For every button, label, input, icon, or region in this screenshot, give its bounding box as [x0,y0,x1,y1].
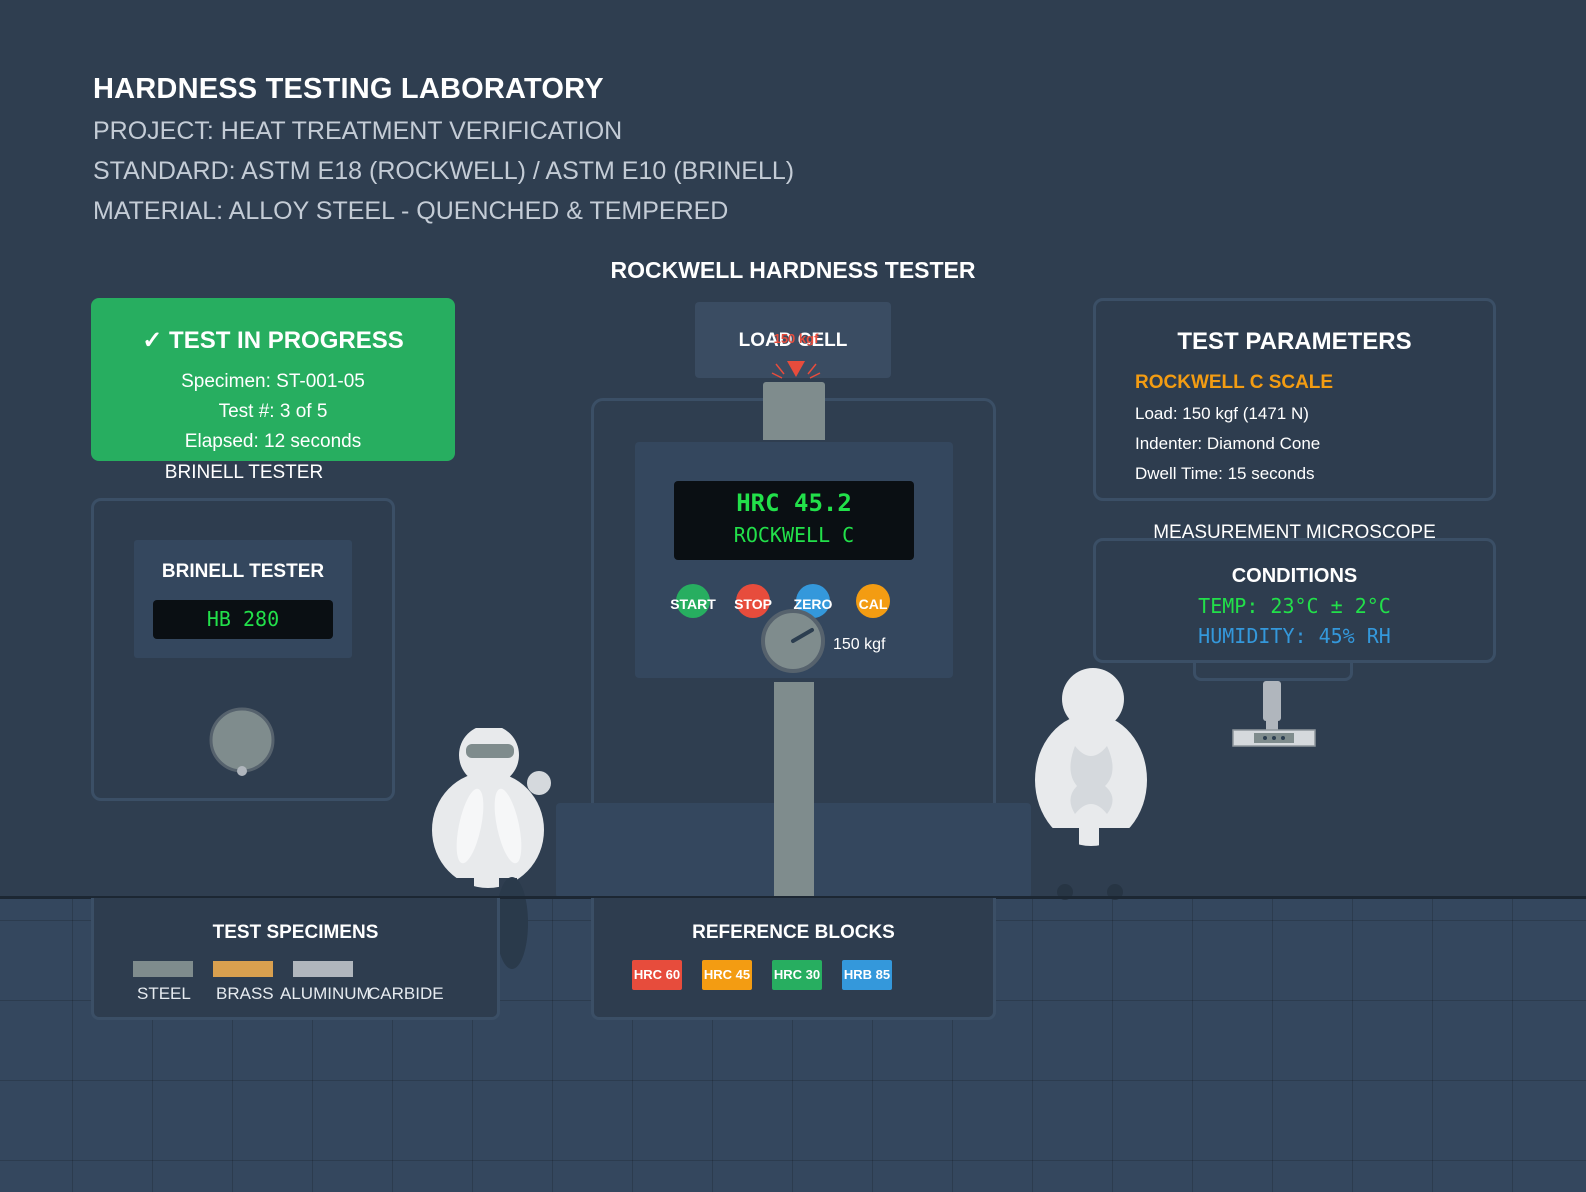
project-line: PROJECT: HEAT TREATMENT VERIFICATION [93,117,623,145]
status-title: ✓ TEST IN PROGRESS [91,326,455,355]
brinell-title: BRINELL TESTER [161,561,325,582]
ref-block-hrc30[interactable]: HRC 30 [772,960,822,990]
microscope-housing [1193,655,1353,681]
status-elapsed: Elapsed: 12 seconds [184,431,362,452]
floor-edge [0,896,1586,899]
parameters-load: Load: 150 kgf (1471 N) [1135,404,1309,423]
load-dial-icon[interactable] [760,608,828,676]
conditions-panel: CONDITIONS TEMP: 23°C ± 2°C HUMIDITY: 45… [1093,538,1496,663]
reference-blocks-title: REFERENCE BLOCKS [692,922,895,943]
checkmark-icon: ✓ [142,327,163,354]
brinell-panel: BRINELL TESTER [134,540,352,658]
load-indicator-label: 150 kgf [773,331,819,346]
reference-blocks-panel: REFERENCE BLOCKS [591,898,996,1020]
cal-button-label: CAL [858,596,888,612]
ref-block-hrc45[interactable]: HRC 45 [702,960,752,990]
test-status-card: ✓ TEST IN PROGRESS Specimen: ST-001-05 T… [91,298,455,461]
cal-button[interactable] [856,584,890,618]
aluminum-swatch [293,961,353,977]
microscope-label: MEASUREMENT MICROSCOPE [1153,522,1436,543]
status-test-number: Test #: 3 of 5 [218,401,328,422]
specimens-title: TEST SPECIMENS [212,922,379,943]
elevating-screw [774,682,814,898]
load-cell-label: LOAD CELL [738,330,848,351]
standard-line: STANDARD: ASTM E18 (ROCKWELL) / ASTM E10… [93,157,795,185]
brinell-outer-label: BRINELL TESTER [164,462,324,483]
brinell-display: HB 280 [153,600,333,639]
material-line: MATERIAL: ALLOY STEEL - QUENCHED & TEMPE… [93,197,729,225]
parameters-scale: ROCKWELL C SCALE [1135,372,1334,393]
hardness-display: HRC 45.2 ROCKWELL C [674,481,914,560]
conditions-temp: TEMP: 23°C ± 2°C [1198,594,1391,618]
rockwell-title: ROCKWELL HARDNESS TESTER [610,257,976,283]
stop-button[interactable] [736,584,770,618]
hardness-value: HRC 45.2 [736,489,852,517]
conditions-title: CONDITIONS [1231,565,1358,587]
microscope-icon [1232,681,1316,747]
conditions-humidity: HUMIDITY: 45% RH [1198,624,1391,648]
start-button-label: START [670,596,716,612]
load-arrow-icon [771,361,821,379]
aluminum-label: ALUMINUM [280,984,371,1003]
technician-left-icon [432,728,551,969]
stop-button-label: STOP [734,596,772,612]
brinell-knob-icon[interactable] [207,705,277,779]
test-specimens-panel: TEST SPECIMENS [91,898,500,1020]
hardness-scale: ROCKWELL C [733,523,855,547]
technician-right-icon [1035,668,1147,900]
status-title-text: TEST IN PROGRESS [169,327,404,354]
parameters-dwell: Dwell Time: 15 seconds [1135,464,1315,483]
ref-block-hrc60[interactable]: HRC 60 [632,960,682,990]
start-button[interactable] [676,584,710,618]
zero-button-label: ZERO [793,596,833,612]
parameters-title: TEST PARAMETERS [1177,328,1412,355]
steel-swatch [133,961,193,977]
dial-label: 150 kgf [833,636,886,653]
page-title: HARDNESS TESTING LABORATORY [93,73,604,105]
brass-swatch [213,961,273,977]
ref-block-hrb85[interactable]: HRB 85 [842,960,892,990]
parameters-indenter: Indenter: Diamond Cone [1135,434,1321,453]
steel-label: STEEL [137,984,191,1003]
carbide-label: CARBIDE [368,984,444,1003]
status-specimen: Specimen: ST-001-05 [181,371,365,392]
test-parameters-panel: TEST PARAMETERS ROCKWELL C SCALE Load: 1… [1093,298,1496,501]
load-cylinder [763,382,825,440]
brass-label: BRASS [216,984,274,1003]
